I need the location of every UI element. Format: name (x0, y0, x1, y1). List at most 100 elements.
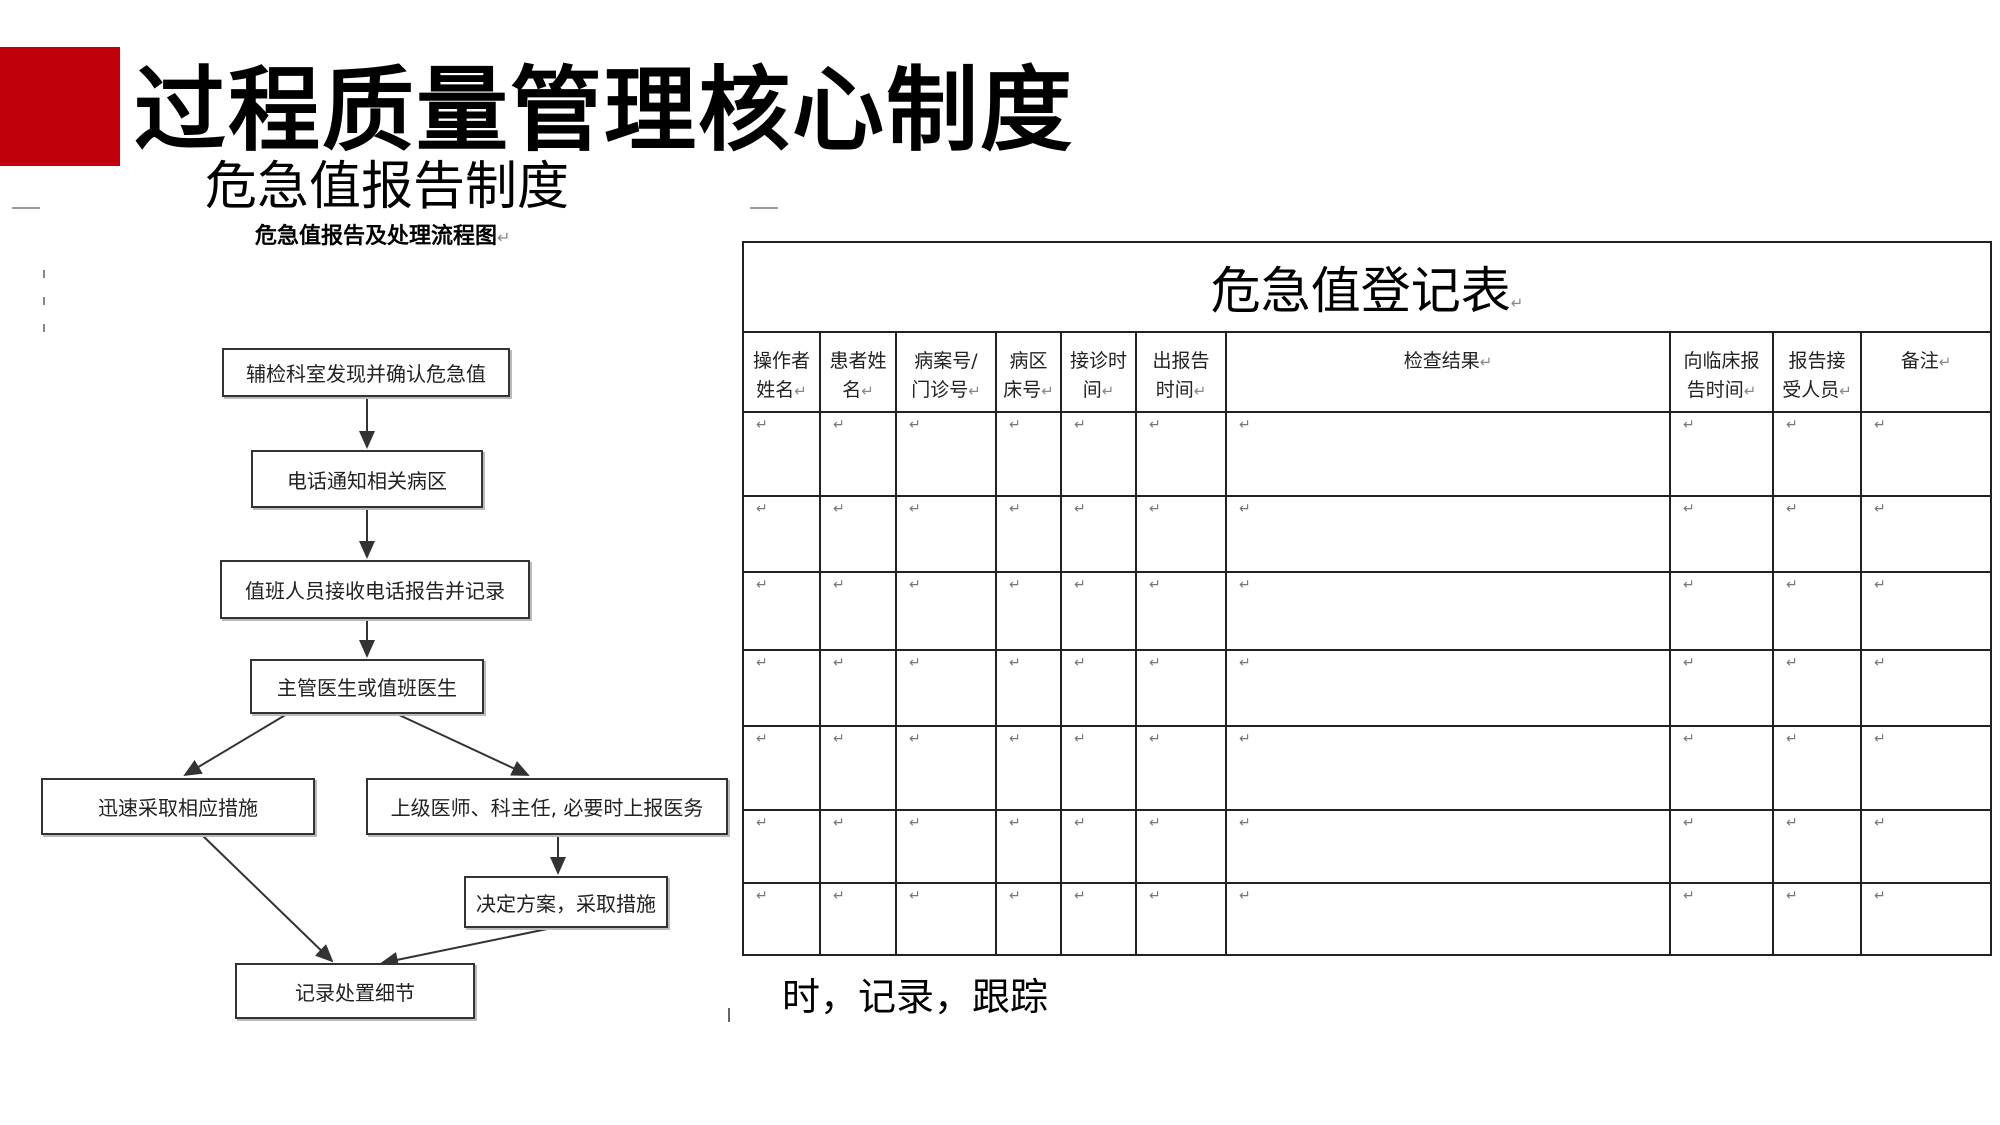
register-cell: ↵ (819, 411, 897, 497)
register-cell: ↵ (1135, 725, 1227, 811)
flow-step-report-superior: 上级医师、科主任, 必要时上报医务 (366, 778, 728, 835)
register-column-header: 患者姓名↵ (819, 330, 897, 414)
register-cell: ↵ (995, 411, 1062, 497)
register-cell: ↵ (895, 725, 997, 811)
flow-arrow (183, 713, 288, 777)
register-cell: ↵ (1669, 648, 1774, 728)
register-cell: ↵ (1669, 881, 1774, 957)
register-cell: ↵ (895, 411, 997, 497)
flow-step-doctor: 主管医生或值班医生 (250, 659, 484, 714)
column-header-text: 患者姓 (829, 350, 887, 372)
register-cell: ↵ (742, 881, 821, 957)
register-cell: ↵ (1772, 648, 1862, 728)
register-cell: ↵ (1772, 881, 1862, 957)
register-cell: ↵ (1772, 808, 1862, 884)
register-cell: ↵ (995, 881, 1062, 957)
paragraph-mark: ↵ (861, 382, 874, 400)
flow-step-receive-record: 值班人员接收电话报告并记录 (220, 560, 530, 619)
column-header-text: 时间 (1155, 379, 1194, 401)
register-cell: ↵ (742, 648, 821, 728)
register-cell: ↵ (1859, 881, 1993, 957)
register-cell: ↵ (895, 494, 997, 573)
register-header-row: 操作者姓名↵患者姓名↵病案号/门诊号↵病区床号↵接诊时间↵出报告时间↵检查结果↵… (742, 330, 1993, 414)
register-cell: ↵ (1135, 648, 1227, 728)
register-cell: ↵ (1859, 648, 1993, 728)
register-cell: ↵ (1060, 725, 1137, 811)
footer-text: 时，记录，跟踪 (782, 975, 1049, 1019)
register-cell: ↵ (1669, 808, 1774, 884)
register-empty-row: ↵↵↵↵↵↵↵↵↵↵ (742, 411, 1993, 497)
register-cell: ↵ (1669, 411, 1774, 497)
register-cell: ↵ (819, 725, 897, 811)
divider-right (750, 207, 778, 209)
register-cell: ↵ (742, 808, 821, 884)
register-column-header: 报告接受人员↵ (1772, 330, 1862, 414)
paragraph-mark: ↵ (1041, 382, 1054, 400)
paragraph-mark: ↵ (497, 228, 511, 247)
page-title: 过程质量管理核心制度 (134, 57, 1075, 164)
register-cell: ↵ (819, 570, 897, 652)
register-cell: ↵ (1859, 808, 1993, 884)
paragraph-mark: ↵ (1193, 382, 1207, 400)
register-cell: ↵ (1225, 570, 1671, 652)
register-cell: ↵ (895, 648, 997, 728)
paragraph-mark: ↵ (1743, 382, 1757, 400)
register-column-header: 接诊时间↵ (1060, 330, 1137, 414)
register-cell: ↵ (1060, 411, 1137, 497)
register-column-header: 检查结果↵ (1225, 330, 1671, 414)
register-cell: ↵ (1060, 881, 1137, 957)
register-cell: ↵ (1225, 648, 1671, 728)
column-header-text: 向临床报 (1683, 350, 1760, 372)
register-column-header: 病案号/门诊号↵ (895, 330, 997, 414)
register-cell: ↵ (1669, 494, 1774, 573)
flow-arrow (201, 834, 334, 963)
register-cell: ↵ (742, 411, 821, 497)
register-empty-row: ↵↵↵↵↵↵↵↵↵↵ (742, 725, 1993, 811)
register-cell: ↵ (1135, 881, 1227, 957)
register-title-text: 危急值登记表 (1210, 262, 1511, 320)
flow-step-decide-plan: 决定方案，采取措施 (464, 876, 668, 928)
margin-tick (43, 270, 45, 278)
flow-step-record-details: 记录处置细节 (235, 963, 475, 1019)
register-title: 危急值登记表↵ (741, 241, 1993, 333)
register-cell: ↵ (1135, 494, 1227, 573)
register-cell: ↵ (1135, 808, 1227, 884)
column-header-text: 病区 (1009, 350, 1048, 372)
register-column-header: 病区床号↵ (995, 330, 1062, 414)
register-cell: ↵ (742, 725, 821, 811)
register-cell: ↵ (1225, 881, 1671, 957)
flow-step-take-measures: 迅速采取相应措施 (41, 778, 315, 835)
register-empty-row: ↵↵↵↵↵↵↵↵↵↵ (742, 494, 1993, 573)
register-cell: ↵ (819, 648, 897, 728)
register-cell: ↵ (1225, 411, 1671, 497)
register-cell: ↵ (995, 808, 1062, 884)
register-cell: ↵ (1859, 411, 1993, 497)
register-column-header: 向临床报告时间↵ (1669, 330, 1774, 414)
column-header-text: 备注 (1900, 350, 1939, 372)
register-cell: ↵ (819, 494, 897, 573)
register-cell: ↵ (1060, 494, 1137, 573)
register-cell: ↵ (742, 570, 821, 652)
title-accent-block (0, 47, 120, 166)
paragraph-mark: ↵ (794, 382, 807, 400)
register-empty-row: ↵↵↵↵↵↵↵↵↵↵ (742, 648, 1993, 728)
register-cell: ↵ (1225, 808, 1671, 884)
flow-arrow (396, 713, 530, 776)
divider-left (12, 207, 40, 209)
register-cell: ↵ (1135, 411, 1227, 497)
paragraph-mark: ↵ (1479, 353, 1493, 371)
column-header-text: 出报告 (1152, 350, 1210, 372)
register-cell: ↵ (742, 494, 821, 573)
register-cell: ↵ (1060, 808, 1137, 884)
paragraph-mark: ↵ (968, 382, 981, 400)
margin-tick (728, 1008, 730, 1022)
paragraph-mark: ↵ (1101, 382, 1115, 400)
register-cell: ↵ (1225, 494, 1671, 573)
register-cell: ↵ (1772, 494, 1862, 573)
page-subtitle: 危急值报告制度 (205, 157, 570, 217)
register-cell: ↵ (819, 881, 897, 957)
column-header-text: 操作者 (752, 350, 810, 372)
column-header-text: 检查结果 (1403, 350, 1480, 372)
register-cell: ↵ (1859, 570, 1993, 652)
